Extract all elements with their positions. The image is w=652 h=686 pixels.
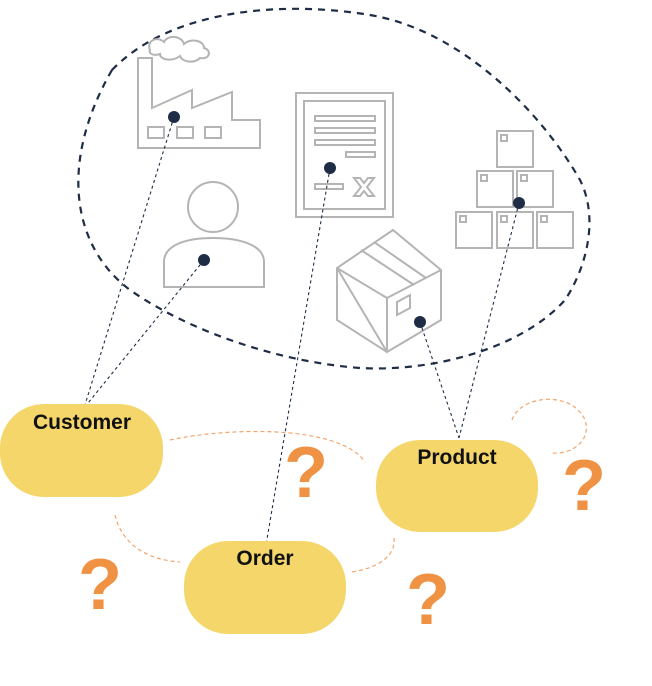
question-mark: ? — [406, 560, 450, 640]
relation-order-product — [351, 537, 395, 573]
document-icon — [295, 92, 394, 218]
connector-boxes-product — [458, 202, 520, 439]
factory-icon — [137, 36, 261, 149]
uncertain-relationships — [114, 398, 587, 573]
question-mark: ? — [284, 433, 328, 513]
question-mark: ? — [562, 446, 606, 526]
relation-customer-product — [169, 430, 366, 463]
connector-factory-customer — [83, 116, 175, 409]
order-node-shape — [184, 541, 346, 634]
relation-customer-order — [114, 514, 181, 563]
connector-document-order — [265, 167, 331, 546]
factory-dot — [168, 111, 180, 123]
boxes-dot — [513, 197, 525, 209]
connector-person-customer — [83, 259, 205, 409]
anchor-dots — [168, 111, 525, 328]
package-dot — [414, 316, 426, 328]
person-icon — [163, 181, 265, 288]
order-node[interactable]: Order — [184, 541, 346, 634]
product-node-shape — [376, 440, 538, 532]
product-node[interactable]: Product — [376, 440, 538, 532]
connector-package-product — [419, 321, 460, 439]
relation-product-self — [511, 398, 587, 454]
object-connectors — [83, 116, 520, 546]
domain-boundary — [77, 7, 591, 370]
package-icon — [335, 228, 442, 354]
question-mark: ? — [78, 545, 122, 625]
product-node-label: Product — [417, 446, 496, 469]
question-marks: ? ? ? ? — [78, 433, 606, 640]
customer-node-label: Customer — [33, 411, 131, 434]
customer-node-shape — [0, 404, 163, 497]
document-dot — [324, 162, 336, 174]
person-dot — [198, 254, 210, 266]
boxes-stack-icon — [455, 130, 574, 249]
order-node-label: Order — [236, 547, 293, 570]
customer-node[interactable]: Customer — [0, 404, 163, 497]
